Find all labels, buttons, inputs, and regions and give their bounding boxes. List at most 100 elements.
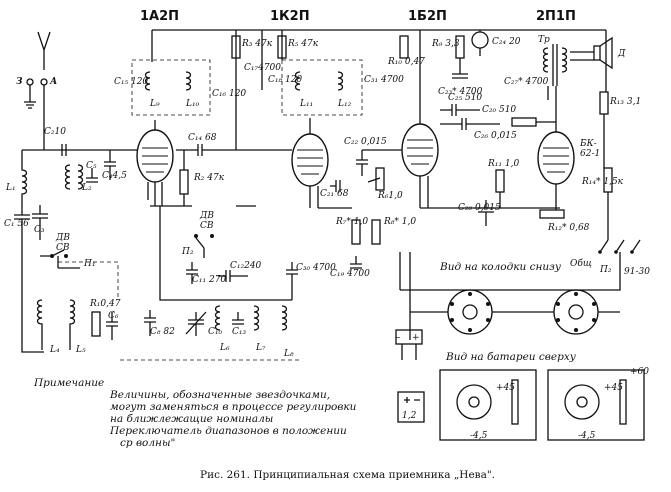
band-switch-p1 xyxy=(40,249,80,269)
svg-text:L₇: L₇ xyxy=(255,343,266,353)
resistor-r10 xyxy=(511,117,537,127)
svg-text:C₂₄ 20: C₂₄ 20 xyxy=(492,37,521,47)
svg-text:L₄: L₄ xyxy=(49,345,60,355)
battery-right xyxy=(547,369,645,441)
svg-text:П₁: П₁ xyxy=(83,259,95,269)
svg-text:R₁₂* 0,68: R₁₂* 0,68 xyxy=(547,223,590,233)
svg-text:R₁₀ 0,47: R₁₀ 0,47 xyxy=(387,57,425,67)
svg-text:C₃₀ 4700: C₃₀ 4700 xyxy=(296,263,336,273)
resistor-r10-top xyxy=(399,35,409,59)
svg-text:C₁₉ 4700: C₁₉ 4700 xyxy=(330,269,370,279)
svg-text:П₂: П₂ xyxy=(599,265,612,275)
svg-text:R₈* 1,0: R₈* 1,0 xyxy=(383,217,416,227)
svg-text:L₈: L₈ xyxy=(283,349,294,359)
svg-text:R₉ 3,3: R₉ 3,3 xyxy=(431,39,460,49)
svg-text:R₆1,0: R₆1,0 xyxy=(377,191,403,201)
coil-l7 xyxy=(253,305,260,331)
capacitor-c19 xyxy=(350,256,362,269)
svg-text:СВ: СВ xyxy=(56,243,70,253)
capacitor-c5 xyxy=(86,168,98,183)
capacitor-c8 xyxy=(144,310,156,336)
svg-text:R₁₁ 1,0: R₁₁ 1,0 xyxy=(487,159,519,169)
capacitor-c11 xyxy=(186,262,198,284)
svg-text:R₂ 47к: R₂ 47к xyxy=(193,173,225,183)
tube-1k2p xyxy=(291,133,329,187)
svg-text:L₁₂: L₁₂ xyxy=(337,99,352,109)
svg-text:R₁₃ 3,1: R₁₃ 3,1 xyxy=(609,97,641,107)
tube-2-title: 1К2П xyxy=(270,9,310,24)
capacitor-c12 xyxy=(218,270,248,282)
capacitor-c1 xyxy=(14,205,30,240)
coil-l6 xyxy=(214,305,221,331)
svg-text:C₁₃: C₁₃ xyxy=(232,327,246,337)
capacitor-c25 xyxy=(440,104,480,116)
power-switch-p2 xyxy=(598,239,641,254)
svg-text:П₂: П₂ xyxy=(181,247,194,257)
svg-text:C₄4,5: C₄4,5 xyxy=(102,171,127,181)
svg-text:C₆: C₆ xyxy=(108,311,119,321)
svg-text:C₁₀: C₁₀ xyxy=(208,327,222,337)
note-line-5: ср волны" xyxy=(120,437,175,449)
svg-text:C₂₇* 4700: C₂₇* 4700 xyxy=(504,77,549,87)
svg-text:СВ: СВ xyxy=(200,221,214,231)
svg-text:C₁₁ 270: C₁₁ 270 xyxy=(192,275,226,285)
svg-text:R₅ 47к: R₅ 47к xyxy=(287,39,319,49)
resistor-r12 xyxy=(539,209,565,219)
svg-text:L₆: L₆ xyxy=(219,343,230,353)
svg-text:–: – xyxy=(396,333,401,343)
svg-text:+45: +45 xyxy=(496,383,515,393)
svg-text:-4,5: -4,5 xyxy=(578,431,596,441)
antenna-terminal-a xyxy=(40,78,48,150)
volume-pot-r6 xyxy=(367,167,385,191)
tube-1-title: 1А2П xyxy=(140,9,179,24)
svg-text:R₁₄* 1,5к: R₁₄* 1,5к xyxy=(581,177,624,187)
resistor-r7 xyxy=(351,219,361,245)
svg-text:91-30: 91-30 xyxy=(624,267,650,277)
coil-l8 xyxy=(281,305,288,331)
svg-text:Д: Д xyxy=(617,49,626,59)
svg-text:C₂₂ 0,015: C₂₂ 0,015 xyxy=(344,137,387,147)
svg-text:L₁₁: L₁₁ xyxy=(299,99,313,109)
capacitor-c30 xyxy=(286,262,298,300)
capacitor-c13 xyxy=(232,312,244,325)
svg-text:+45: +45 xyxy=(604,383,623,393)
svg-text:C₁ 56: C₁ 56 xyxy=(4,219,29,229)
svg-text:L₂: L₂ xyxy=(81,183,92,193)
svg-text:L₁: L₁ xyxy=(5,183,16,193)
resistor-r2 xyxy=(179,150,189,206)
resistor-r3 xyxy=(231,35,241,59)
svg-text:C₁₆ 120: C₁₆ 120 xyxy=(212,89,246,99)
battery-plug xyxy=(395,329,423,360)
svg-text:C₂₅ 510: C₂₅ 510 xyxy=(448,93,482,103)
note-title: Примечание xyxy=(33,377,104,389)
antenna-icon xyxy=(37,31,51,70)
svg-text:L₁₀: L₁₀ xyxy=(185,99,200,109)
tube-4-title: 2П1П xyxy=(536,9,576,24)
svg-text:ДВ: ДВ xyxy=(199,211,214,221)
note-line-4: Переключатель диапазонов в положении xyxy=(109,425,347,437)
tube-1a2p xyxy=(136,129,174,183)
coil-l9 xyxy=(144,71,151,91)
coil-l4 xyxy=(36,299,43,350)
svg-text:+60: +60 xyxy=(630,367,649,377)
svg-text:62-1: 62-1 xyxy=(580,149,600,159)
svg-text:R₁0,47: R₁0,47 xyxy=(89,299,121,309)
ground-terminal-z xyxy=(24,78,36,109)
tube-socket-left xyxy=(447,289,493,335)
if-transformer-1 xyxy=(131,59,211,116)
capacitor-c2 xyxy=(61,144,67,156)
label-a: А xyxy=(49,77,57,87)
coil-l12 xyxy=(337,71,344,91)
coil-l10 xyxy=(185,71,192,91)
note-line-1: Величины, обозначенные звездочками, xyxy=(109,389,330,401)
note-line-3: на ближлежащие номиналы xyxy=(110,413,273,425)
capacitor-c14 xyxy=(176,144,236,156)
svg-text:Общ: Общ xyxy=(570,258,592,269)
svg-text:C₂₁ 68: C₂₁ 68 xyxy=(320,189,349,199)
tube-1b2p xyxy=(401,123,439,177)
svg-text:C₁₄ 68: C₁₄ 68 xyxy=(188,133,217,143)
battery-left xyxy=(439,369,537,441)
socket-view-title: Вид на колодки снизу xyxy=(439,261,562,273)
svg-text:C₂10: C₂10 xyxy=(44,127,66,137)
svg-text:C₂₃* 4700: C₂₃* 4700 xyxy=(438,87,483,97)
